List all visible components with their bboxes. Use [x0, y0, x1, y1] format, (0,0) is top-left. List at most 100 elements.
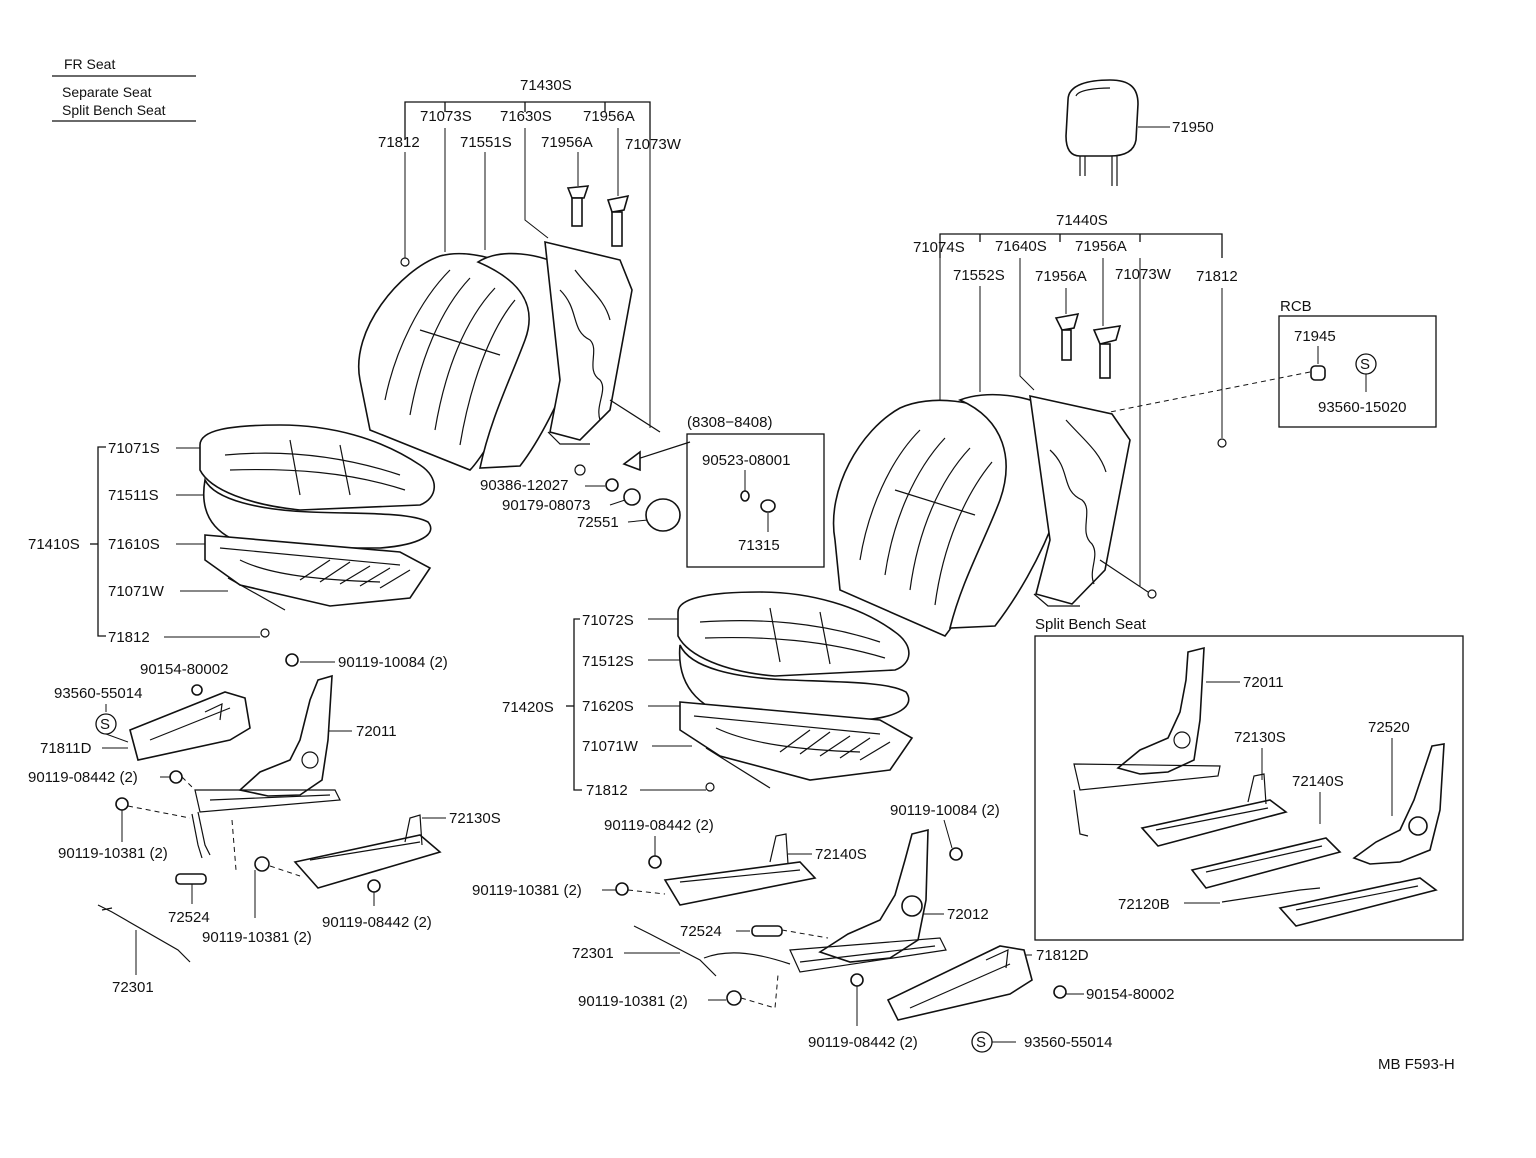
label-71073S: 71073S [420, 108, 472, 125]
headrest-71950 [1065, 79, 1139, 186]
date-range-box [686, 433, 825, 568]
s-mark-2-text: S [1360, 356, 1370, 373]
leader-71630S [524, 128, 549, 239]
bolt-90119-08442-3 [648, 855, 662, 869]
bracket-71410S [97, 446, 106, 637]
bolt-90119-10084 [285, 653, 299, 667]
hog-ring [705, 782, 715, 792]
dashed-line [781, 929, 829, 939]
label-71430S: 71430S [520, 77, 572, 94]
label-71072S: 71072S [582, 612, 634, 629]
label-72301-2: 72301 [572, 945, 614, 962]
label-71410S: 71410S [28, 536, 80, 553]
label-71511S: 71511S [108, 487, 159, 504]
label-71073W-2: 71073W [1115, 266, 1172, 283]
headrest-support-1 [566, 185, 590, 227]
label-93560-15020: 93560-15020 [1318, 399, 1406, 416]
recliner-72011 [194, 674, 341, 813]
label-71440S: 71440S [1056, 212, 1108, 229]
date-range-label: (8308−8408) [687, 414, 773, 431]
headrest-support-3 [1054, 312, 1080, 361]
split-bench-label: Split Bench Seat [1035, 616, 1147, 633]
label-72011-2: 72011 [1243, 674, 1284, 691]
headrest-support-2 [606, 194, 630, 247]
label-71640S: 71640S [995, 238, 1047, 255]
label-72130S-2: 72130S [1234, 729, 1286, 746]
label-71552S: 71552S [953, 267, 1005, 284]
leader-90179-08073 [609, 499, 626, 506]
label-72524-2: 72524 [680, 923, 722, 940]
label-71630S: 71630S [500, 108, 552, 125]
label-90119-08442-3: 90119-08442 (2) [604, 817, 714, 834]
label-71315: 71315 [738, 537, 780, 554]
diagram-subtitle-2: Split Bench Seat [62, 102, 166, 118]
seat-cushion-cover-71072S [677, 591, 910, 677]
label-72140S-1: 72140S [815, 846, 867, 863]
diagram-code: MB F593-H [1378, 1056, 1455, 1073]
dashed-line [740, 974, 779, 1009]
knob-71315 [760, 499, 776, 513]
cap-71945 [1310, 365, 1326, 381]
rail-72130S [293, 814, 442, 889]
clip-72524-2 [751, 925, 783, 937]
knob-72551 [645, 498, 681, 532]
label-71812-1: 71812 [378, 134, 420, 151]
leader-s-mark-1 [105, 733, 129, 743]
label-90119-10381-1: 90119-10381 (2) [58, 845, 168, 862]
bolt-90119-10381-4 [726, 990, 742, 1006]
bolt-90119-08442 [169, 770, 183, 784]
label-71071W-1: 71071W [108, 583, 165, 600]
rcb-box [1278, 315, 1437, 428]
label-71956A-4: 71956A [1035, 268, 1087, 285]
label-90119-10084-1: 90119-10084 (2) [338, 654, 448, 671]
diagram-subtitle-1: Separate Seat [62, 84, 152, 100]
dashed-line [181, 776, 196, 791]
label-71071S: 71071S [108, 440, 160, 457]
dashed-line [269, 865, 301, 877]
label-90119-10381-2: 90119-10381 (2) [202, 929, 312, 946]
dashed-line [627, 889, 666, 895]
bracket-71420S [573, 618, 582, 791]
label-71956A-1: 71956A [583, 108, 635, 125]
label-90523-08001: 90523-08001 [702, 452, 790, 469]
seat-cushion-cover-71071S [199, 424, 436, 511]
rail-72120B [1221, 877, 1438, 927]
hog-ring-71812 [400, 257, 410, 267]
bolt-90119-10084-2 [949, 847, 963, 861]
label-71071W-2: 71071W [582, 738, 639, 755]
label-71512S: 71512S [582, 653, 634, 670]
label-72130S-1: 72130S [449, 810, 501, 827]
label-93560-55014-2: 93560-55014 [1024, 1034, 1112, 1051]
recliner-72520 [1352, 743, 1445, 865]
screw-90154-80002 [191, 684, 203, 696]
label-90154-80002-2: 90154-80002 [1086, 986, 1174, 1003]
leader-71640S [1019, 258, 1035, 391]
label-90119-08442-1: 90119-08442 (2) [28, 769, 138, 786]
clip-90523-08001 [740, 490, 750, 502]
seat-cushion-frame-71620S [679, 701, 914, 789]
bolt-head [574, 464, 586, 476]
leader-90119-10084-2 [943, 819, 953, 849]
label-71950: 71950 [1172, 119, 1214, 136]
s-mark-3-text: S [976, 1034, 986, 1051]
label-90119-08442-2: 90119-08442 (2) [322, 914, 432, 931]
rail-72130S-split [1140, 773, 1288, 847]
label-90119-10381-4: 90119-10381 (2) [578, 993, 688, 1010]
label-71811D: 71811D [40, 740, 92, 757]
bolt-90119-08442-2 [367, 879, 381, 893]
label-90119-10084-2: 90119-10084 (2) [890, 802, 1000, 819]
label-90154-80002-1: 90154-80002 [140, 661, 228, 678]
s-mark-1-text: S [100, 716, 110, 733]
bolt-90119-10381 [115, 797, 129, 811]
rcb-label: RCB [1280, 298, 1312, 315]
label-71610S: 71610S [108, 536, 160, 553]
label-72551: 72551 [577, 514, 619, 531]
pointer-arrow-head [622, 450, 641, 472]
hog-ring [1217, 438, 1227, 448]
seat-back-frame-71640S [1029, 394, 1157, 607]
label-72520: 72520 [1368, 719, 1410, 736]
lever-rail-left [191, 811, 237, 871]
rail-72140S-split [1190, 837, 1342, 889]
label-71551S: 71551S [460, 134, 512, 151]
